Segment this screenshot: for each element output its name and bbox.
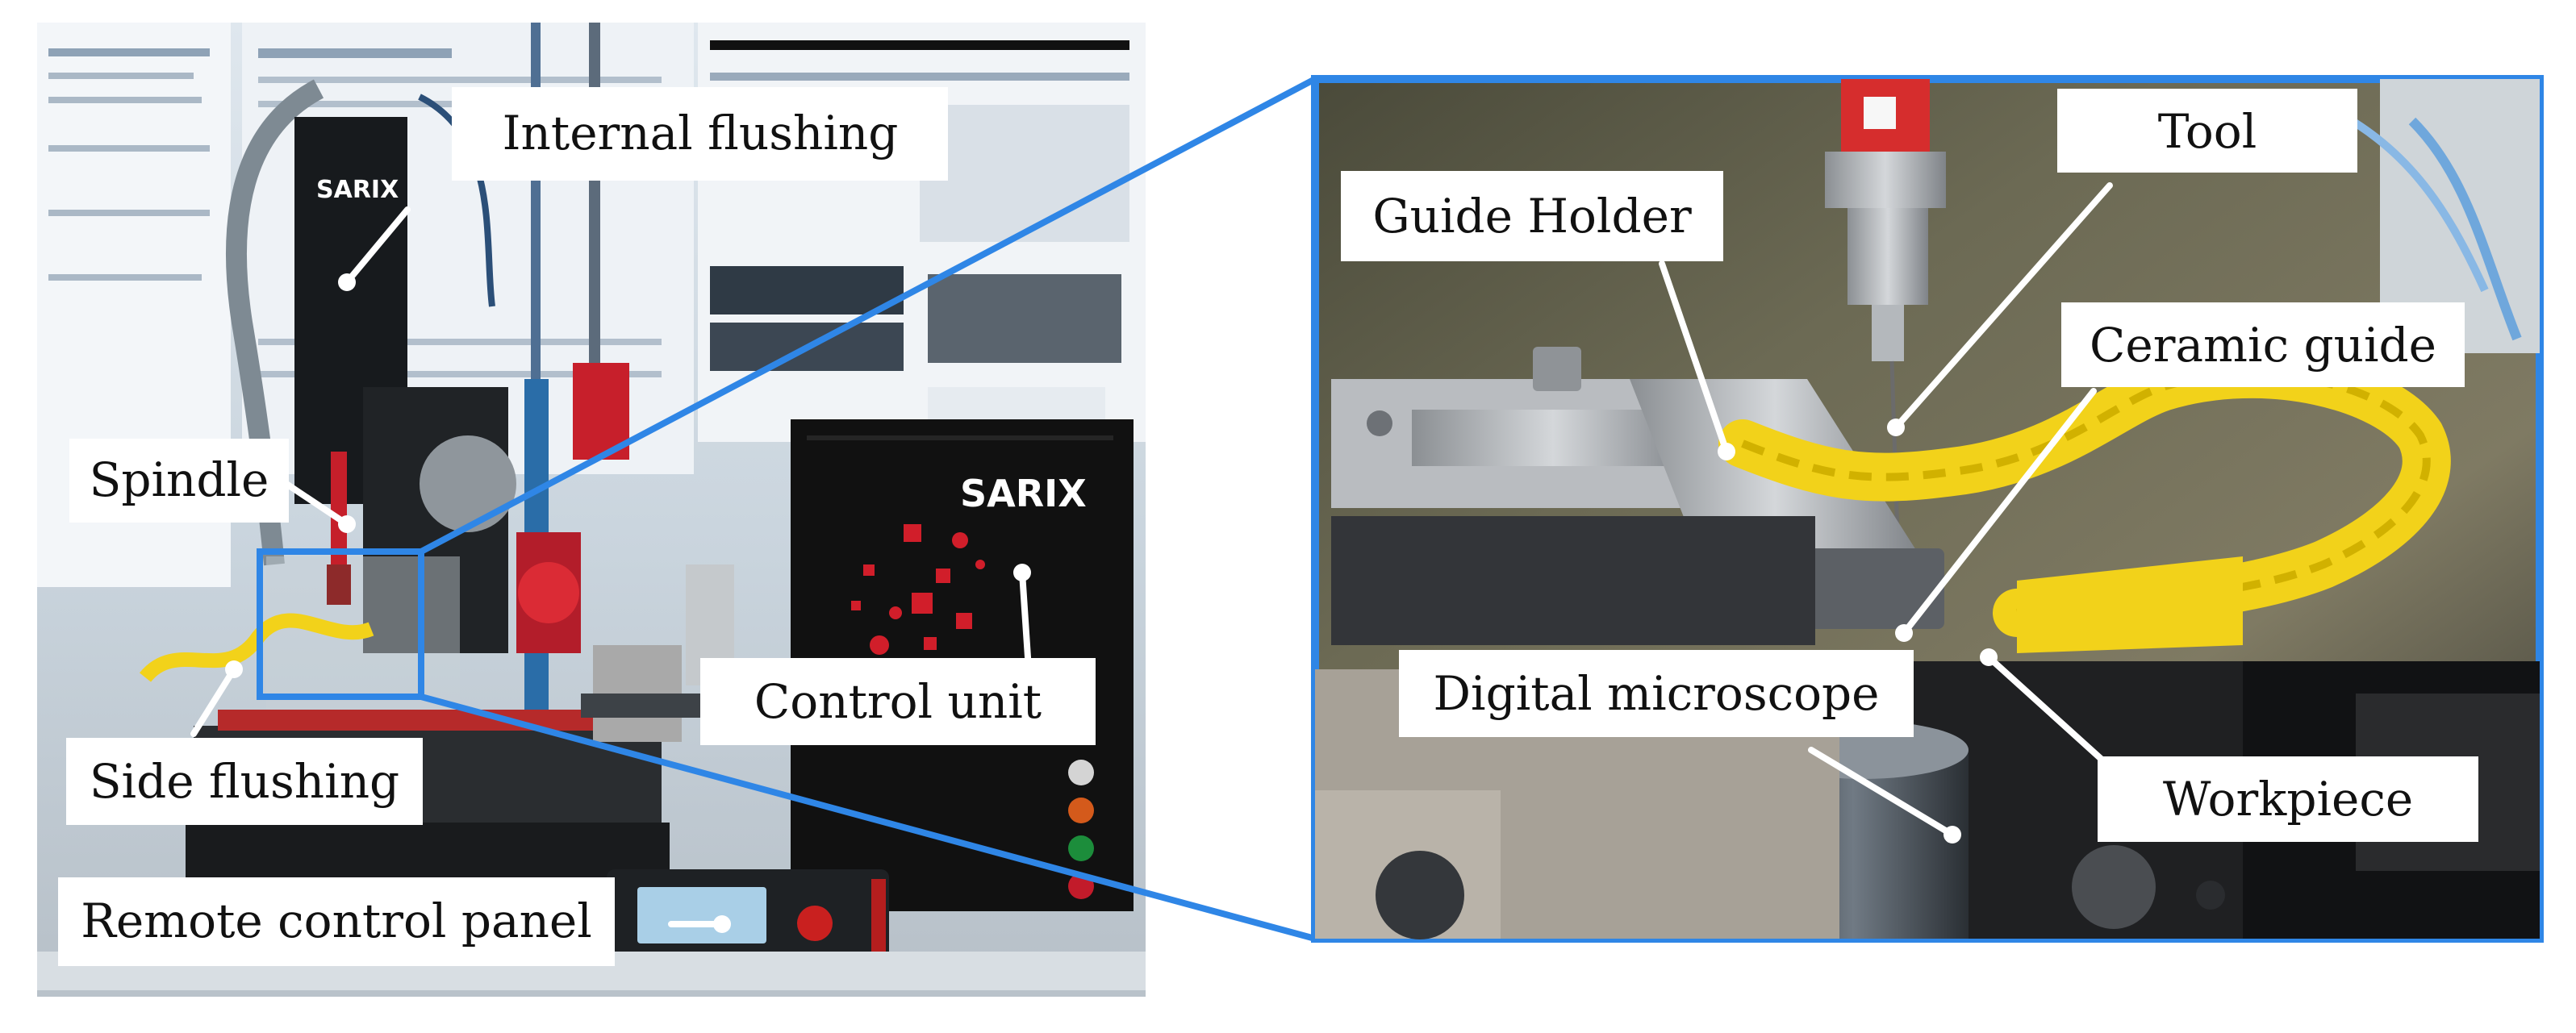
label-box-side-flushing (66, 738, 423, 825)
label-guide-holder: Guide Holder (1341, 171, 1723, 261)
leader-digital-microscope (1808, 747, 1956, 838)
leader-control-unit (1019, 569, 1032, 673)
label-box-ceramic-guide (2061, 302, 2465, 387)
label-text-internal-flushing: Internal flushing (503, 106, 899, 160)
label-text-tool: Tool (2158, 104, 2257, 159)
label-text-remote-control-panel: Remote control panel (81, 893, 592, 948)
label-box-tool (2057, 89, 2357, 173)
label-box-internal-flushing (452, 87, 948, 181)
label-ceramic-guide: Ceramic guide (2061, 302, 2465, 387)
label-box-digital-microscope (1399, 650, 1914, 737)
zoom-connector-bottom (420, 694, 1317, 942)
leader-side-flushing (190, 666, 237, 737)
label-box-guide-holder (1341, 171, 1723, 261)
leader-dot-side-flushing (225, 660, 243, 678)
leader-workpiece (1985, 654, 2110, 768)
label-text-ceramic-guide: Ceramic guide (2090, 318, 2436, 373)
label-tool: Tool (2057, 89, 2357, 173)
leader-tool (1893, 182, 2113, 431)
label-digital-microscope: Digital microscope (1399, 650, 1914, 737)
label-text-side-flushing: Side flushing (90, 754, 399, 809)
leader-ceramic-guide (1901, 388, 2097, 636)
label-text-spindle: Spindle (90, 452, 269, 507)
label-control-unit: Control unit (700, 658, 1096, 745)
leader-dot-remote-control-panel (713, 915, 731, 933)
leader-dot-ceramic-guide (1895, 624, 1913, 642)
leader-dot-spindle (338, 515, 356, 533)
right-photo: Guide Holder Tool Ceramic guide Digital … (1311, 75, 2544, 943)
machine-logo: SARIX (316, 176, 399, 204)
leader-dot-guide-holder (1718, 443, 1735, 460)
label-text-workpiece: Workpiece (2163, 772, 2413, 827)
status-lights (1068, 760, 1094, 899)
left-photo: SARIX SARIX (37, 23, 1146, 997)
label-spindle: Spindle (69, 439, 289, 523)
leader-dot-digital-microscope (1943, 826, 1961, 843)
label-text-guide-holder: Guide Holder (1372, 189, 1692, 244)
leader-dot-control-unit (1013, 564, 1031, 581)
leader-guide-holder (1659, 260, 1730, 455)
leader-spindle (283, 481, 350, 527)
label-workpiece: Workpiece (2098, 756, 2478, 842)
remote-control-panel-device (607, 869, 889, 966)
leader-dot-workpiece (1980, 648, 1998, 666)
control-unit-logo: SARIX (960, 472, 1087, 515)
label-remote-control-panel: Remote control panel (58, 877, 615, 966)
label-box-control-unit (700, 658, 1096, 745)
zoom-region-outline (257, 548, 424, 700)
control-unit-symbol-cluster (851, 524, 985, 686)
label-side-flushing: Side flushing (66, 738, 423, 825)
label-text-digital-microscope: Digital microscope (1434, 666, 1880, 721)
leader-internal-flushing (344, 206, 411, 285)
label-box-spindle (69, 439, 289, 523)
zoom-connector-top (420, 76, 1317, 555)
leader-dot-internal-flushing (338, 273, 356, 291)
label-internal-flushing: Internal flushing (452, 87, 948, 181)
poster-right (698, 23, 1146, 442)
label-box-remote-control-panel (58, 877, 615, 966)
leader-dot-tool (1887, 419, 1905, 436)
label-text-control-unit: Control unit (754, 674, 1042, 729)
guide-holder-arm (1331, 347, 1944, 645)
label-box-workpiece (2098, 756, 2478, 842)
